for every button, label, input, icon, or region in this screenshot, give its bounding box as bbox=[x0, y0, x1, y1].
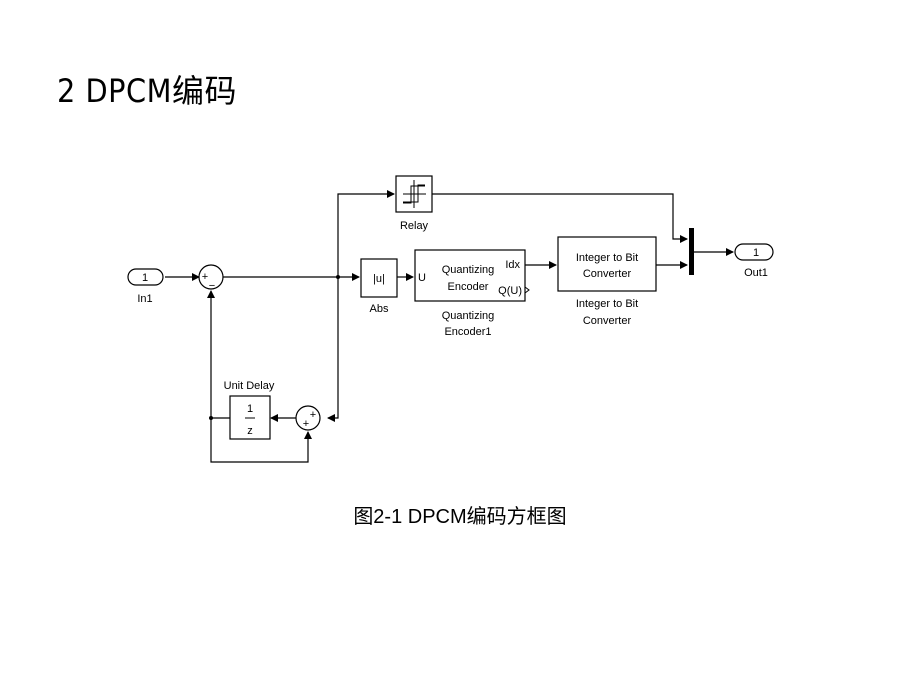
abs-symbol: |u| bbox=[373, 273, 385, 285]
int2bit-label-line2: Converter bbox=[583, 315, 632, 327]
relay-label: Relay bbox=[400, 220, 429, 232]
integer-to-bit-block[interactable]: Integer to Bit Converter bbox=[557, 236, 657, 292]
junction-dot bbox=[336, 275, 340, 279]
quantizer-text-line1: Quantizing bbox=[442, 264, 495, 276]
sum1-block[interactable]: + − bbox=[198, 264, 224, 292]
quantizer-label-line2: Encoder1 bbox=[444, 326, 491, 338]
sum2-plus-top: + bbox=[310, 409, 316, 421]
int2bit-label-line1: Integer to Bit bbox=[576, 298, 638, 310]
slide-title: 2 DPCM编码 bbox=[57, 72, 237, 110]
line-delay-to-sum2 bbox=[210, 418, 312, 463]
sum2-plus-left: + bbox=[303, 418, 309, 430]
sum1-minus: − bbox=[209, 280, 215, 292]
quantizer-label-line1: Quantizing bbox=[442, 310, 495, 322]
unit-delay-denominator: z bbox=[247, 425, 253, 437]
quantizer-port-u: U bbox=[418, 272, 426, 284]
junction-dot bbox=[209, 416, 213, 420]
quantizer-port-q: Q(U) bbox=[498, 285, 522, 297]
abs-block[interactable]: |u| bbox=[360, 258, 398, 298]
out1-label: Out1 bbox=[744, 267, 768, 279]
abs-label: Abs bbox=[370, 303, 389, 315]
in1-label: In1 bbox=[137, 293, 152, 305]
quantizer-text-line2: Encoder bbox=[448, 281, 489, 293]
in1-port-number: 1 bbox=[142, 272, 148, 284]
quantizer-port-idx: Idx bbox=[505, 259, 520, 271]
mux-block[interactable] bbox=[689, 228, 694, 275]
quantizer-q-arrow-icon bbox=[524, 286, 530, 294]
int2bit-text-line1: Integer to Bit bbox=[576, 252, 638, 264]
int2bit-text-line2: Converter bbox=[583, 268, 632, 280]
unit-delay-numerator: 1 bbox=[247, 403, 253, 415]
figure-caption: 图2-1 DPCM编码方框图 bbox=[353, 506, 567, 528]
out1-port[interactable]: 1 bbox=[734, 243, 774, 261]
in1-port[interactable]: 1 bbox=[127, 268, 164, 286]
unit-delay-block[interactable]: 1 z bbox=[229, 395, 271, 440]
relay-icon bbox=[403, 180, 426, 208]
line-branch-to-sum2 bbox=[327, 277, 339, 422]
quantizing-encoder-block[interactable]: U Quantizing Encoder Idx Q(U) bbox=[414, 249, 530, 302]
unit-delay-label: Unit Delay bbox=[224, 380, 275, 392]
sum1-plus: + bbox=[202, 271, 208, 283]
line-relay-to-mux bbox=[432, 193, 688, 243]
line-branch-to-relay bbox=[337, 190, 395, 277]
sum2-block[interactable]: + + bbox=[295, 405, 321, 431]
line-delay-to-sum1 bbox=[207, 290, 230, 419]
out1-port-number: 1 bbox=[753, 247, 759, 259]
relay-block[interactable] bbox=[395, 175, 433, 213]
